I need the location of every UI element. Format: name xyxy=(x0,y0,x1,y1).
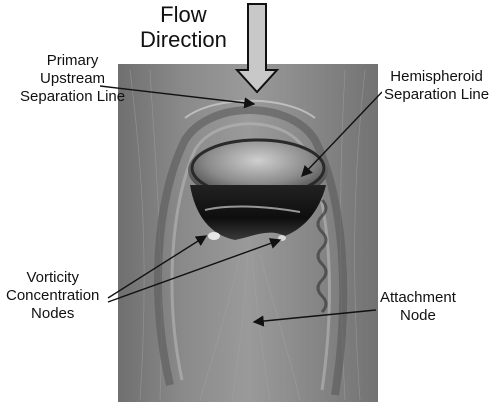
photo-panel xyxy=(118,64,378,402)
label-attachment: Attachment Node xyxy=(378,289,458,325)
label-primary-line-3: Separation Line xyxy=(20,88,126,105)
label-flow-line-1: Flow xyxy=(160,2,207,27)
label-vorticity: Vorticity Concentration Nodes xyxy=(6,269,99,323)
label-flow-direction: Flow Direction xyxy=(140,2,227,52)
label-vorticity-line-1: Vorticity xyxy=(26,269,79,286)
leader-vorticity-1 xyxy=(107,235,208,299)
label-primary-line-2: Upstream xyxy=(40,70,106,87)
label-attachment-line-2: Node xyxy=(400,307,436,324)
label-hemispheroid-line-1: Hemispheroid xyxy=(390,68,483,85)
leader-vorticity-2 xyxy=(107,238,282,303)
label-vorticity-line-3: Nodes xyxy=(31,305,75,322)
label-hemispheroid-line-2: Separation Line xyxy=(384,86,490,103)
label-attachment-line-1: Attachment xyxy=(380,289,456,306)
leader-primary-upstream xyxy=(99,85,256,109)
label-flow-line-2: Direction xyxy=(140,27,227,52)
label-vorticity-line-2: Concentration xyxy=(6,287,100,304)
leader-hemispheroid xyxy=(301,91,383,178)
label-hemispheroid: Hemispheroid Separation Line xyxy=(382,68,492,104)
leader-attachment xyxy=(252,309,377,327)
label-primary-upstream: Primary Upstream Separation Line xyxy=(20,52,125,106)
label-primary-line-1: Primary xyxy=(46,52,99,69)
flow-direction-arrow xyxy=(234,3,280,94)
